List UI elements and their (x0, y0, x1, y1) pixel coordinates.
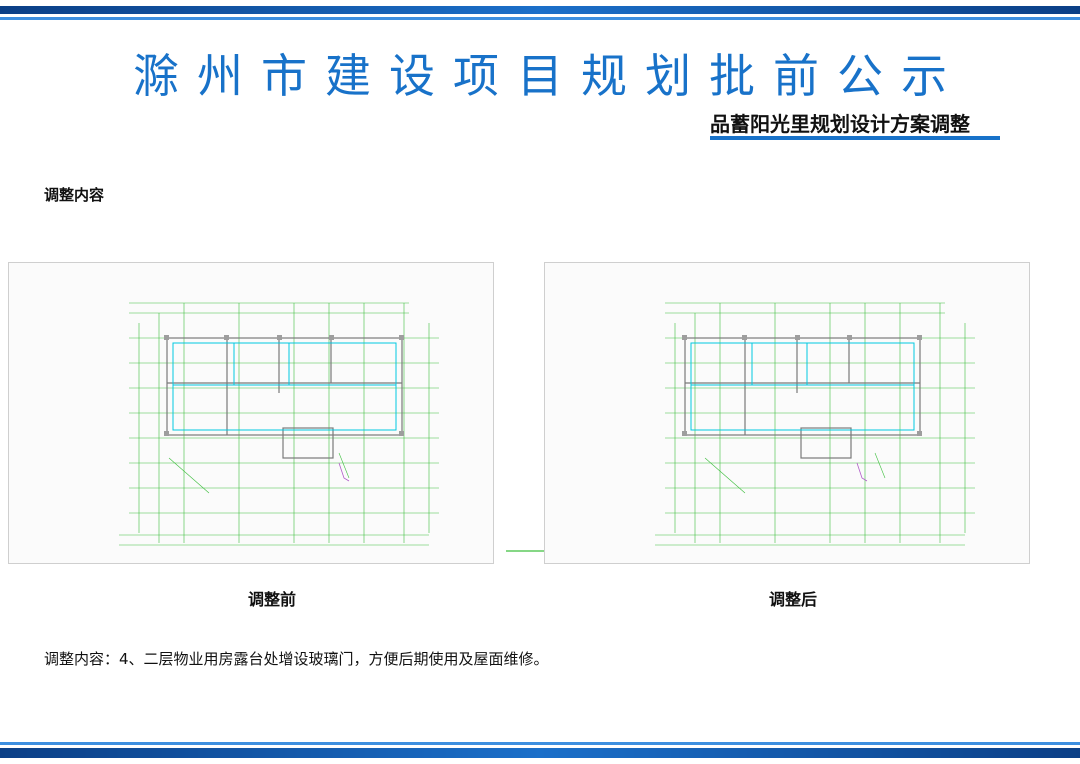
bottom-decorative-band (0, 748, 1080, 758)
subtitle-underline (710, 136, 1000, 140)
floor-plan-before (8, 262, 494, 564)
caption-after: 调整后 (768, 590, 817, 609)
bottom-decorative-line (0, 742, 1080, 745)
top-decorative-band (0, 6, 1080, 14)
section-heading: 调整内容 (44, 186, 105, 204)
top-decorative-line (0, 17, 1080, 20)
caption-before: 调整前 (247, 590, 296, 609)
floor-plan-before-drawing (119, 302, 439, 546)
page-title: 滁州市建设项目规划批前公示 (133, 49, 965, 103)
floor-plan-after (544, 262, 1030, 564)
project-subtitle: 品蓄阳光里规划设计方案调整 (710, 112, 970, 136)
adjustment-description: 调整内容：4、二层物业用房露台处增设玻璃门，方便后期使用及屋面维修。 (44, 650, 549, 668)
floor-plan-after-drawing (655, 302, 975, 546)
